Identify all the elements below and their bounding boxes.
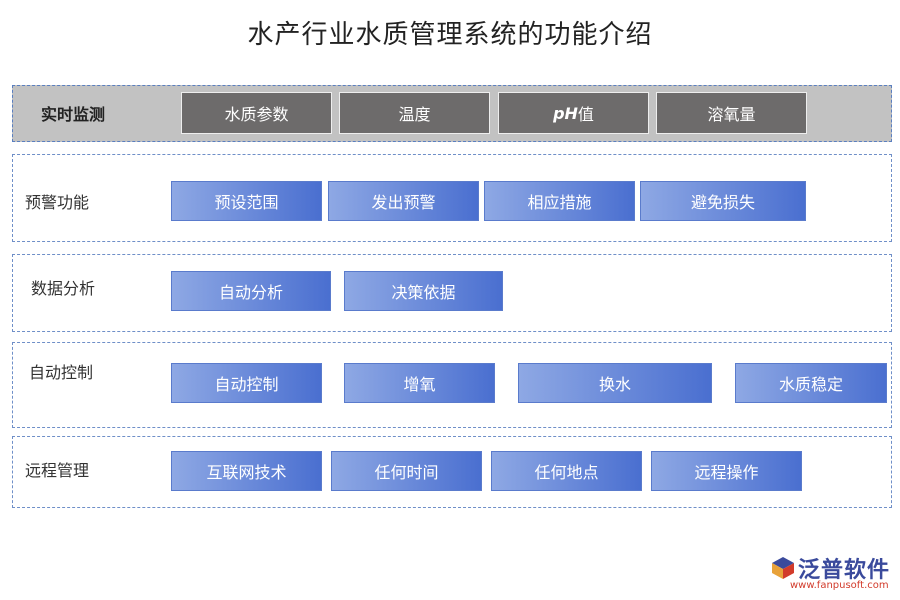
- row-label: 远程管理: [25, 461, 90, 480]
- ph-letters: pH: [553, 103, 578, 123]
- box-auto-analysis: 自动分析: [171, 271, 331, 311]
- box-preset-range: 预设范围: [171, 181, 322, 221]
- box-internet-tech: 互联网技术: [171, 451, 322, 491]
- box-any-time: 任何时间: [331, 451, 482, 491]
- fanpu-logo: 泛普软件: [770, 552, 890, 584]
- box-decision-basis: 决策依据: [344, 271, 503, 311]
- box-measures: 相应措施: [484, 181, 635, 221]
- box-temperature: 温度: [339, 92, 490, 134]
- row-label: 数据分析: [31, 279, 96, 298]
- box-remote-operation: 远程操作: [651, 451, 802, 491]
- box-any-place: 任何地点: [491, 451, 642, 491]
- row-early-warning: 预警功能 预设范围 发出预警 相应措施 避免损失: [12, 154, 892, 242]
- ph-suffix: 值: [577, 105, 594, 124]
- row-data-analysis: 数据分析 自动分析 决策依据: [12, 254, 892, 332]
- page-title: 水产行业水质管理系统的功能介绍: [247, 20, 653, 50]
- fanpu-logo-icon: [772, 557, 794, 579]
- logo-name: 泛普软件: [798, 558, 891, 583]
- box-water-stable: 水质稳定: [735, 363, 887, 403]
- box-issue-warning: 发出预警: [328, 181, 479, 221]
- box-dissolved-oxygen: 溶氧量: [656, 92, 807, 134]
- row-label: 实时监测: [41, 105, 106, 124]
- row-label: 自动控制: [29, 363, 94, 382]
- row-label: 预警功能: [25, 193, 90, 212]
- logo-url: www.fanpusoft.com: [790, 580, 889, 591]
- row-auto-control: 自动控制 自动控制 增氧 换水 水质稳定: [12, 342, 892, 428]
- box-water-exchange: 换水: [518, 363, 712, 403]
- row-remote-management: 远程管理 互联网技术 任何时间 任何地点 远程操作: [12, 436, 892, 508]
- box-auto-control: 自动控制: [171, 363, 322, 403]
- box-oxygenation: 增氧: [344, 363, 495, 403]
- box-water-parameters: 水质参数: [181, 92, 332, 134]
- box-avoid-loss: 避免损失: [640, 181, 806, 221]
